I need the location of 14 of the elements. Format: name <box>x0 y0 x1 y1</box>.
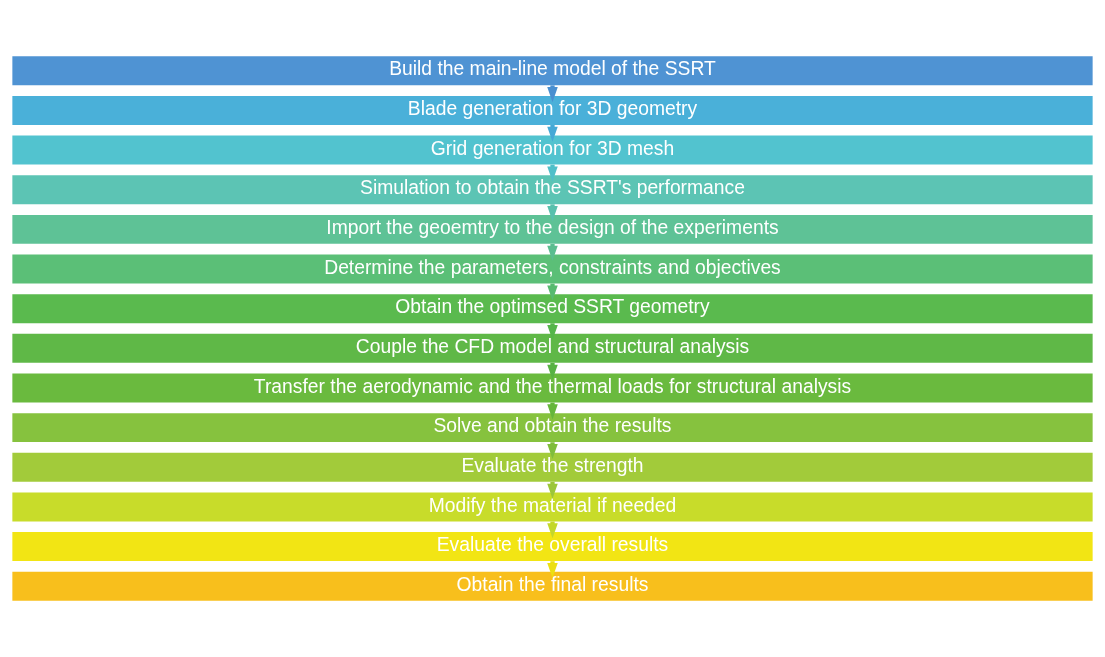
node-box: Evaluate the overall results <box>12 532 1093 562</box>
node-box: Solve and obtain the results <box>12 413 1093 443</box>
node-box: Blade generation for 3D geometry <box>12 95 1093 125</box>
node-box: Couple the CFD model and structural analysis <box>12 333 1093 363</box>
node-box: Grid generation for 3D mesh <box>12 135 1093 165</box>
node-box: Obtain the optimsed SSRT geometry <box>12 294 1093 324</box>
node-box: Simulation to obtain the SSRT's performance <box>12 175 1093 205</box>
node-box: Transfer the aerodynamic and the thermal loads for structural analysis <box>12 373 1093 403</box>
node-box: Modify the material if needed <box>12 492 1093 522</box>
node-box: Build the main-line model of the SSRT <box>12 56 1093 86</box>
node-box: Evaluate the strength <box>12 452 1093 482</box>
node-box: Determine the parameters, constraints and objectives <box>12 254 1093 284</box>
node-box: Obtain the final results <box>12 571 1093 601</box>
node-box: Import the geoemtry to the design of the experiments <box>12 214 1093 244</box>
